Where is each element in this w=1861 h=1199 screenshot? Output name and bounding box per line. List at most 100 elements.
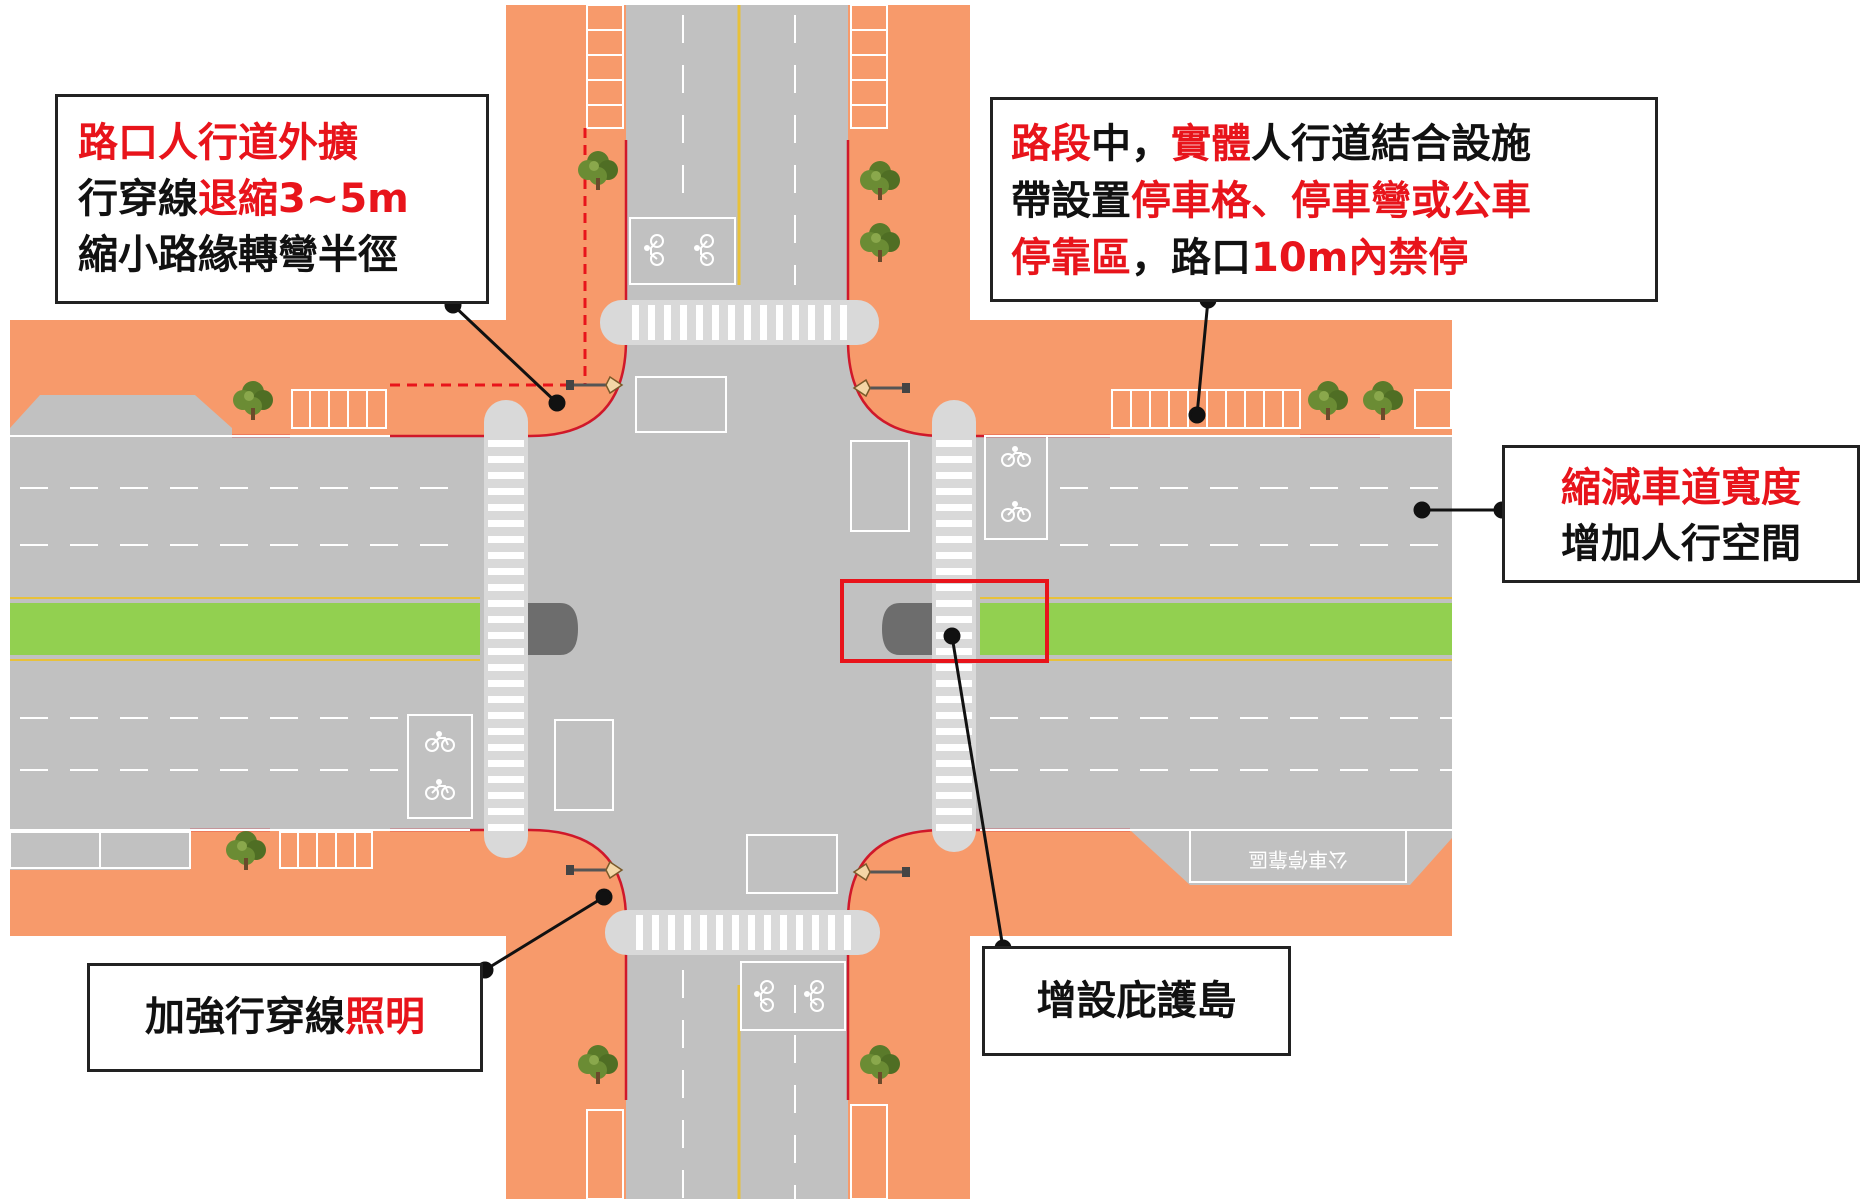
zebra-stripe bbox=[936, 584, 972, 591]
zebra-stripe bbox=[936, 792, 972, 799]
zebra-stripe bbox=[936, 552, 972, 559]
zebra-stripe bbox=[488, 520, 524, 527]
zebra-stripe bbox=[764, 915, 771, 950]
zebra-stripe bbox=[488, 504, 524, 511]
zebra-stripe bbox=[840, 305, 847, 340]
zebra-stripe bbox=[488, 776, 524, 783]
zebra-stripe bbox=[936, 760, 972, 767]
zebra-stripe bbox=[936, 440, 972, 447]
zebra-stripe bbox=[936, 504, 972, 511]
zebra-stripe bbox=[488, 584, 524, 591]
zebra-stripe bbox=[728, 305, 735, 340]
zebra-stripe bbox=[936, 776, 972, 783]
refuge-island bbox=[528, 603, 932, 655]
zebra-stripe bbox=[796, 915, 803, 950]
zebra-stripe bbox=[780, 915, 787, 950]
zebra-stripe bbox=[488, 488, 524, 495]
zebra-stripe bbox=[664, 305, 671, 340]
zebra-stripe bbox=[488, 616, 524, 623]
zebra-stripe bbox=[488, 536, 524, 543]
bus-stop-zone: 公車停靠區 bbox=[1189, 829, 1407, 883]
zebra-stripe bbox=[808, 305, 815, 340]
callout-lighting: 加強行穿線照明 bbox=[87, 963, 483, 1072]
zebra-stripe bbox=[488, 568, 524, 575]
zebra-stripe bbox=[648, 305, 655, 340]
zebra-stripe bbox=[936, 744, 972, 751]
callout-midblock-parking: 路段中，實體人行道結合設施 帶設置停車格、停車彎或公車 停靠區，路口10m內禁停 bbox=[990, 97, 1658, 302]
zebra-stripe bbox=[488, 680, 524, 687]
zebra-stripe bbox=[488, 440, 524, 447]
zebra-stripe bbox=[936, 808, 972, 815]
zebra-stripe bbox=[488, 648, 524, 655]
bus-stop-label: 公車停靠區 bbox=[1248, 848, 1348, 872]
zebra-stripes bbox=[488, 305, 972, 950]
zebra-stripe bbox=[488, 760, 524, 767]
zebra-stripe bbox=[488, 728, 524, 735]
zebra-stripe bbox=[732, 915, 739, 950]
zebra-stripe bbox=[684, 915, 691, 950]
zebra-stripe bbox=[936, 824, 972, 831]
zebra-stripe bbox=[824, 305, 831, 340]
zebra-stripe bbox=[936, 568, 972, 575]
callout-refuge-island: 增設庇護島 bbox=[982, 946, 1291, 1056]
zebra-stripe bbox=[488, 792, 524, 799]
zebra-stripe bbox=[488, 744, 524, 751]
parking-stalls bbox=[9, 4, 1452, 1199]
zebra-stripe bbox=[748, 915, 755, 950]
callout-corner-extension: 路口人行道外擴 行穿線退縮3~5m 縮小路緣轉彎半徑 bbox=[55, 94, 489, 304]
refuge-highlight-box bbox=[840, 579, 1049, 663]
zebra-stripe bbox=[936, 536, 972, 543]
zebra-stripe bbox=[828, 915, 835, 950]
zebra-stripe bbox=[936, 472, 972, 479]
zebra-stripe bbox=[716, 915, 723, 950]
lighting-text: 加強行穿線照明 bbox=[145, 994, 425, 1040]
zebra-stripe bbox=[636, 915, 643, 950]
zebra-stripe bbox=[488, 808, 524, 815]
turn-radius-line: 縮小路緣轉彎半徑 bbox=[78, 232, 398, 278]
lane-width-title: 縮減車道寬度 bbox=[1561, 465, 1801, 511]
zebra-stripe bbox=[700, 915, 707, 950]
crosswalk-setback-line: 行穿線退縮3~5m bbox=[78, 176, 409, 222]
zebra-stripe bbox=[488, 664, 524, 671]
zebra-stripe bbox=[696, 305, 703, 340]
zebra-stripe bbox=[936, 616, 972, 623]
zebra-stripe bbox=[812, 915, 819, 950]
zebra-stripe bbox=[792, 305, 799, 340]
zebra-stripe bbox=[936, 680, 972, 687]
zebra-stripe bbox=[712, 305, 719, 340]
zebra-stripe bbox=[936, 520, 972, 527]
median-strip bbox=[10, 597, 1452, 661]
zebra-stripe bbox=[936, 488, 972, 495]
zebra-stripe bbox=[488, 824, 524, 831]
zebra-stripe bbox=[744, 305, 751, 340]
zebra-stripe bbox=[488, 696, 524, 703]
zebra-stripe bbox=[488, 456, 524, 463]
midblock-line-1: 路段中，實體人行道結合設施 bbox=[1011, 121, 1531, 167]
zebra-stripe bbox=[936, 728, 972, 735]
midblock-line-2: 帶設置停車格、停車彎或公車 bbox=[1011, 178, 1531, 224]
refuge-island-text: 增設庇護島 bbox=[1036, 978, 1237, 1024]
zebra-stripe bbox=[776, 305, 783, 340]
midblock-line-3: 停靠區，路口10m內禁停 bbox=[1011, 235, 1469, 281]
zebra-stripe bbox=[668, 915, 675, 950]
zebra-stripe bbox=[936, 600, 972, 607]
zebra-stripe bbox=[488, 712, 524, 719]
turn-boxes bbox=[407, 217, 1048, 1031]
zebra-stripe bbox=[844, 915, 851, 950]
lane-width-line-2: 增加人行空間 bbox=[1561, 521, 1801, 567]
zebra-stripe bbox=[488, 472, 524, 479]
callout-lane-width: 縮減車道寬度 增加人行空間 bbox=[1502, 445, 1860, 583]
zebra-stripe bbox=[632, 305, 639, 340]
zebra-stripe bbox=[488, 600, 524, 607]
zebra-stripe bbox=[680, 305, 687, 340]
lane-markings bbox=[20, 15, 1452, 1199]
zebra-stripe bbox=[936, 696, 972, 703]
zebra-stripe bbox=[488, 552, 524, 559]
zebra-stripe bbox=[488, 632, 524, 639]
zebra-stripe bbox=[760, 305, 767, 340]
zebra-stripe bbox=[652, 915, 659, 950]
zebra-stripe bbox=[936, 712, 972, 719]
zebra-stripe bbox=[936, 456, 972, 463]
corner-extension-title: 路口人行道外擴 bbox=[78, 120, 358, 166]
